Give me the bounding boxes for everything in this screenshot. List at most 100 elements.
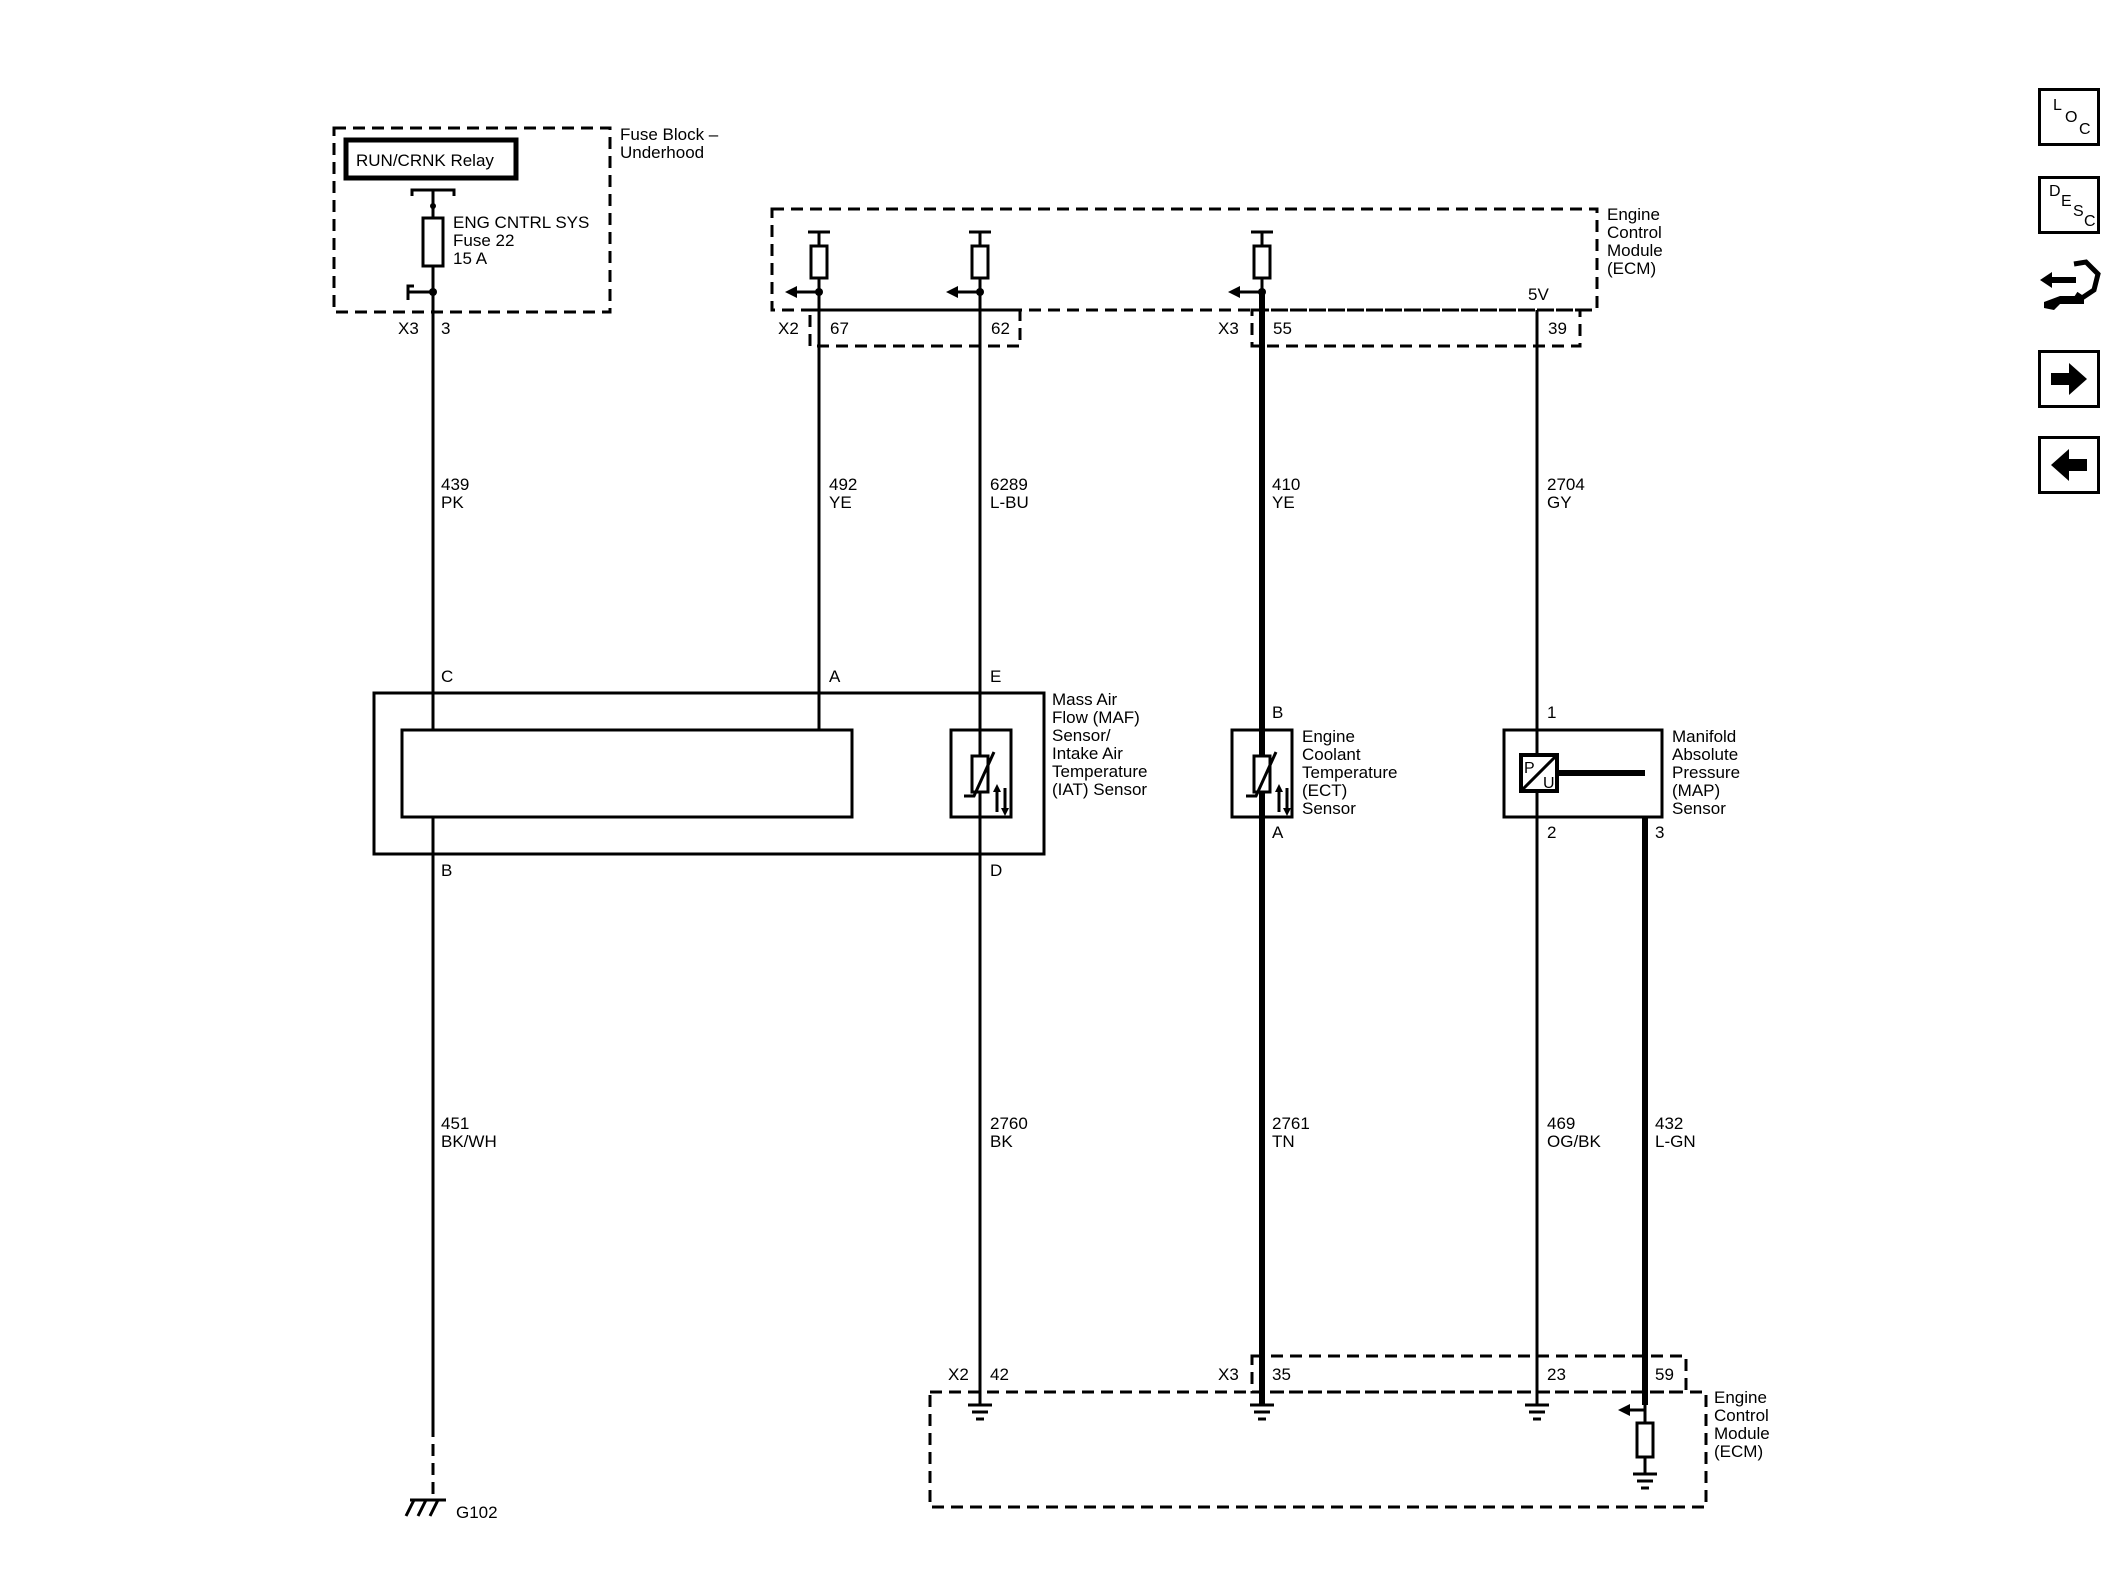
ecm-top-conn-x3: X3 <box>1218 319 1239 338</box>
previous-button[interactable] <box>2038 436 2100 494</box>
fuse-pin-3: 3 <box>441 319 450 338</box>
ecm-bottom: Engine Control Module (ECM) X2 42 X3 35 … <box>928 1354 1770 1509</box>
wire-469-circuit: 469 <box>1547 1114 1575 1133</box>
ect-label-1: Engine <box>1302 727 1355 746</box>
ecm-pin-59: 59 <box>1655 1365 1674 1384</box>
desc-letter-c: C <box>2084 213 2096 230</box>
previous-arrow-icon <box>2051 449 2087 481</box>
ecm-top-title-4: (ECM) <box>1607 259 1656 278</box>
wire-451-color: BK/WH <box>441 1132 497 1151</box>
ecm-pin-67: 67 <box>830 319 849 338</box>
wire-432 <box>1537 770 1648 1405</box>
map-label-3: Pressure <box>1672 763 1740 782</box>
map-label-5: Sensor <box>1672 799 1726 818</box>
wire-2704-circuit: 2704 <box>1547 475 1585 494</box>
wire-492-circuit: 492 <box>829 475 857 494</box>
ecm-bottom-title-4: (ECM) <box>1714 1442 1763 1461</box>
ecm-pin-35: 35 <box>1272 1365 1291 1384</box>
ground-symbol-23 <box>1525 1403 1549 1421</box>
next-button[interactable] <box>2038 350 2100 408</box>
maf-label-5: Temperature <box>1052 762 1147 781</box>
map-sensor: P U Manifold Absolute Pressure (MAP) Sen… <box>1502 703 1740 842</box>
wire-6289-circuit: 6289 <box>990 475 1028 494</box>
ecm-top: Engine Control Module (ECM) <box>770 205 1663 348</box>
maf-pin-a: A <box>829 667 841 686</box>
desc-letter-s: S <box>2073 203 2084 220</box>
map-symbol-p: P <box>1524 760 1535 777</box>
wire-2760-circuit: 2760 <box>990 1114 1028 1133</box>
ground-g102-label: G102 <box>456 1503 498 1522</box>
maf-label-6: (IAT) Sensor <box>1052 780 1147 799</box>
description-button[interactable]: D E S C <box>2038 176 2100 234</box>
ect-pin-b: B <box>1272 703 1283 722</box>
wire-2761-color: TN <box>1272 1132 1295 1151</box>
ecm-bottom-title-2: Control <box>1714 1406 1769 1425</box>
map-symbol-u: U <box>1543 775 1555 792</box>
ecm-pin-55: 55 <box>1273 319 1292 338</box>
wires <box>431 292 1648 1425</box>
maf-label-3: Sensor/ <box>1052 726 1111 745</box>
wire-410-circuit: 410 <box>1272 475 1300 494</box>
wire-2704-color: GY <box>1547 493 1572 512</box>
ecm-input-62 <box>946 230 991 298</box>
maf-pin-b: B <box>441 861 452 880</box>
ecm-top-conn-x2: X2 <box>778 319 799 338</box>
map-label-2: Absolute <box>1672 745 1738 764</box>
wire-410-color: YE <box>1272 493 1295 512</box>
fuse-block-title-1: Fuse Block – <box>620 125 719 144</box>
ecm-top-title-2: Control <box>1607 223 1662 242</box>
ecm-input-59 <box>1618 1404 1657 1490</box>
wire-469-color: OG/BK <box>1547 1132 1602 1151</box>
wire-451-circuit: 451 <box>441 1114 469 1133</box>
ecm-input-67 <box>785 230 830 298</box>
ground-symbol-42 <box>968 1403 992 1421</box>
ecm-bottom-conn-x3: X3 <box>1218 1365 1239 1384</box>
desc-letter-d: D <box>2049 183 2061 200</box>
ecm-bottom-conn-x2: X2 <box>948 1365 969 1384</box>
connector-tool-icon[interactable] <box>2036 256 2102 318</box>
maf-label-1: Mass Air <box>1052 690 1118 709</box>
map-pin-1: 1 <box>1547 703 1556 722</box>
maf-pin-e: E <box>990 667 1001 686</box>
connector-tool-glyph <box>2040 259 2101 310</box>
wire-439-circuit: 439 <box>441 475 469 494</box>
wire-432-color: L-GN <box>1655 1132 1696 1151</box>
wire-2761-circuit: 2761 <box>1272 1114 1310 1133</box>
ground-symbol-35 <box>1250 1403 1274 1421</box>
ecm-5v-label: 5V <box>1528 285 1549 304</box>
ground-g102: G102 <box>404 1425 498 1522</box>
wire-432-circuit: 432 <box>1655 1114 1683 1133</box>
ect-label-3: Temperature <box>1302 763 1397 782</box>
fuse-label-2: Fuse 22 <box>453 231 514 250</box>
wire-492-color: YE <box>829 493 852 512</box>
ecm-top-title-1: Engine <box>1607 205 1660 224</box>
loc-letter-c: C <box>2079 121 2091 138</box>
wire-2760-color: BK <box>990 1132 1013 1151</box>
desc-letter-e: E <box>2061 193 2072 210</box>
location-button[interactable]: L O C <box>2038 88 2100 146</box>
ecm-pin-23: 23 <box>1547 1365 1566 1384</box>
ect-label-5: Sensor <box>1302 799 1356 818</box>
map-label-4: (MAP) <box>1672 781 1720 800</box>
loc-letter-l: L <box>2053 97 2062 114</box>
map-label-1: Manifold <box>1672 727 1736 746</box>
maf-label-2: Flow (MAF) <box>1052 708 1140 727</box>
loc-letter-o: O <box>2065 109 2078 126</box>
maf-pin-d: D <box>990 861 1002 880</box>
fuse-label-1: ENG CNTRL SYS <box>453 213 589 232</box>
maf-pin-c: C <box>441 667 453 686</box>
relay-label: RUN/CRNK Relay <box>356 151 494 170</box>
maf-iat-sensor: Mass Air Flow (MAF) Sensor/ Intake Air T… <box>372 667 1147 1425</box>
ecm-bottom-title-1: Engine <box>1714 1388 1767 1407</box>
fuse-conn-x3: X3 <box>398 319 419 338</box>
ect-pin-a: A <box>1272 823 1284 842</box>
wire-6289-color: L-BU <box>990 493 1029 512</box>
wire-439-color: PK <box>441 493 464 512</box>
ecm-pin-62: 62 <box>991 319 1010 338</box>
fuse-block-title-2: Underhood <box>620 143 704 162</box>
next-arrow-icon <box>2051 363 2087 395</box>
map-pin-3: 3 <box>1655 823 1664 842</box>
ecm-pin-39: 39 <box>1548 319 1567 338</box>
fuse-block-underhood: Fuse Block – Underhood RUN/CRNK Relay EN… <box>332 125 719 338</box>
